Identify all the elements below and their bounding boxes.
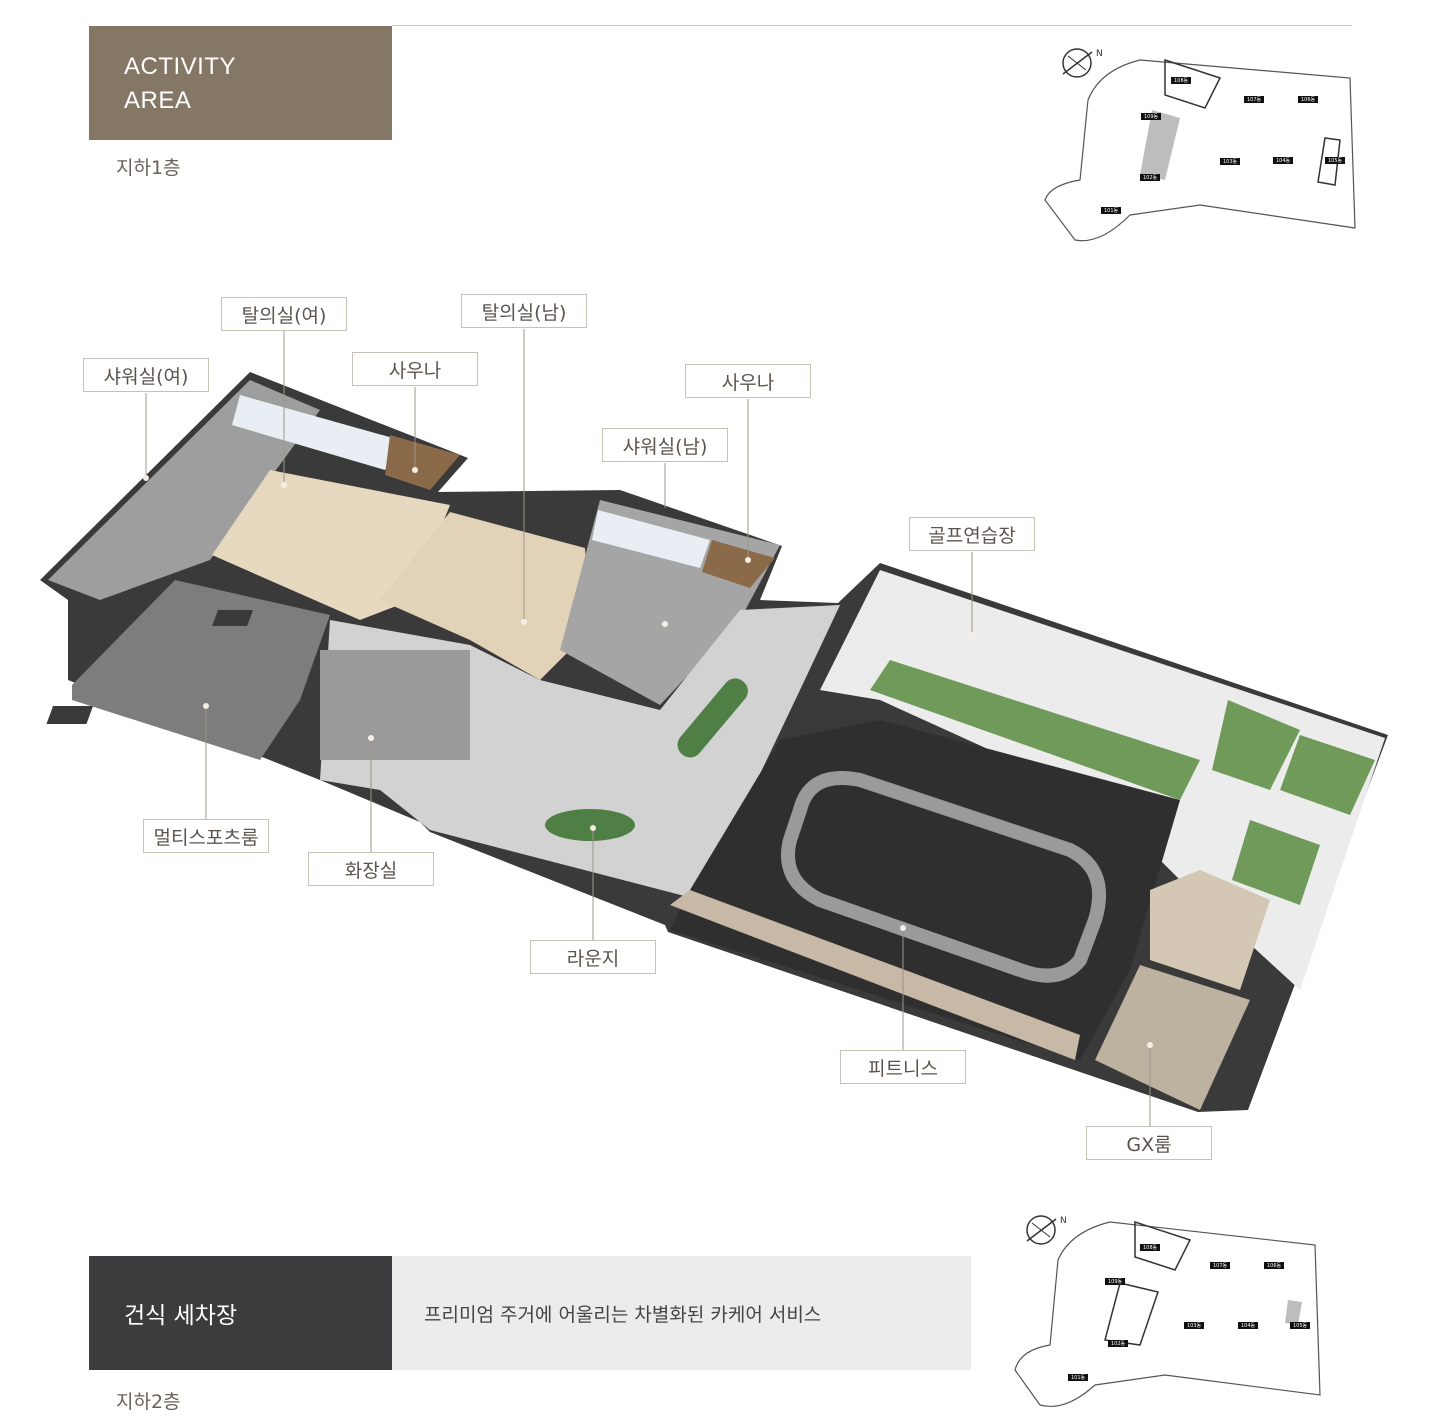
svg-text:101동: 101동 xyxy=(1104,208,1119,214)
ping-pong-table xyxy=(46,706,94,724)
golf-turf-booth xyxy=(1212,700,1300,790)
room-locker-male xyxy=(380,512,590,680)
compass-icon xyxy=(1062,48,1092,78)
callout-leader-lines xyxy=(145,329,1151,1126)
room-multisports xyxy=(72,580,330,760)
svg-text:106동: 106동 xyxy=(1267,1263,1282,1269)
car-wash-description: 프리미엄 주거에 어울리는 차별화된 카케어 서비스 xyxy=(424,1304,822,1326)
fitness-wood-floor xyxy=(670,890,1080,1060)
svg-text:109동: 109동 xyxy=(1144,114,1159,120)
svg-text:109동: 109동 xyxy=(1108,1279,1123,1285)
golf-turf-booth xyxy=(1280,735,1375,815)
car-wash-desc-box xyxy=(392,1256,971,1370)
svg-text:107동: 107동 xyxy=(1213,1263,1228,1269)
room-locker-female xyxy=(212,470,450,620)
callout-lounge: 라운지 xyxy=(530,940,656,974)
svg-text:105동: 105동 xyxy=(1293,1323,1308,1329)
callout-sauna-female: 사우나 xyxy=(352,352,478,386)
floor-label-b2: 지하2층 xyxy=(116,1391,181,1413)
ping-pong-table xyxy=(212,610,253,626)
svg-text:102동: 102동 xyxy=(1111,1341,1126,1347)
section-title: ACTIVITY AREA xyxy=(124,50,236,118)
svg-text:108동: 108동 xyxy=(1174,78,1189,84)
svg-text:105동: 105동 xyxy=(1328,158,1343,164)
car-wash-title-box xyxy=(89,1256,392,1370)
svg-text:101동: 101동 xyxy=(1071,1375,1086,1381)
bath-female xyxy=(232,395,400,470)
svg-text:102동: 102동 xyxy=(1143,175,1158,181)
room-gx xyxy=(1095,965,1250,1110)
header-divider-line xyxy=(392,25,1352,26)
sauna-female-room xyxy=(385,435,460,490)
section-header-box xyxy=(89,26,392,140)
section-title-line2: AREA xyxy=(124,87,192,114)
compass-north-label: N xyxy=(1060,1216,1067,1226)
callout-locker-male: 탈의실(남) xyxy=(461,294,587,328)
section-title-line1: ACTIVITY xyxy=(124,53,237,80)
golf-turf xyxy=(870,660,1200,800)
svg-text:108동: 108동 xyxy=(1143,1245,1158,1251)
svg-text:103동: 103동 xyxy=(1223,159,1238,165)
site-minimap-top: N 108동 107동 106동 109동 103동 104동 105동 102… xyxy=(1044,48,1356,242)
running-track xyxy=(781,771,1107,983)
callout-anchor-dots xyxy=(143,467,1153,1048)
golf-turf-booth xyxy=(1232,820,1320,905)
lounge-table xyxy=(545,809,635,841)
callout-sauna-male: 사우나 xyxy=(685,364,811,398)
callout-multisports: 멀티스포츠룸 xyxy=(143,819,269,853)
svg-text:104동: 104동 xyxy=(1241,1323,1256,1329)
callout-locker-female: 탈의실(여) xyxy=(221,297,347,331)
callout-shower-female: 샤워실(여) xyxy=(83,358,209,392)
svg-text:104동: 104동 xyxy=(1276,158,1291,164)
bath-male xyxy=(592,510,710,568)
callout-shower-male: 샤워실(남) xyxy=(602,428,728,462)
compass-icon xyxy=(1026,1215,1056,1245)
callout-restroom: 화장실 xyxy=(308,852,434,886)
svg-text:107동: 107동 xyxy=(1247,97,1262,103)
lounge-long-table xyxy=(677,678,748,758)
callout-gx-room: GX룸 xyxy=(1086,1126,1212,1160)
site-minimap-bottom: N 108동 107동 106동 109동 103동 104동 105동 102… xyxy=(1014,1215,1321,1407)
svg-text:106동: 106동 xyxy=(1301,97,1316,103)
sauna-male-room xyxy=(702,540,775,588)
svg-text:103동: 103동 xyxy=(1187,1323,1202,1329)
room-gx-studio xyxy=(1150,870,1270,990)
room-shower-female xyxy=(48,380,320,600)
floor-label-b1: 지하1층 xyxy=(116,157,181,179)
compass-north-label: N xyxy=(1096,49,1103,59)
callout-golf-practice: 골프연습장 xyxy=(909,517,1035,551)
car-wash-title: 건식 세차장 xyxy=(124,1303,238,1329)
callout-fitness: 피트니스 xyxy=(840,1050,966,1084)
restroom-block xyxy=(320,650,470,760)
